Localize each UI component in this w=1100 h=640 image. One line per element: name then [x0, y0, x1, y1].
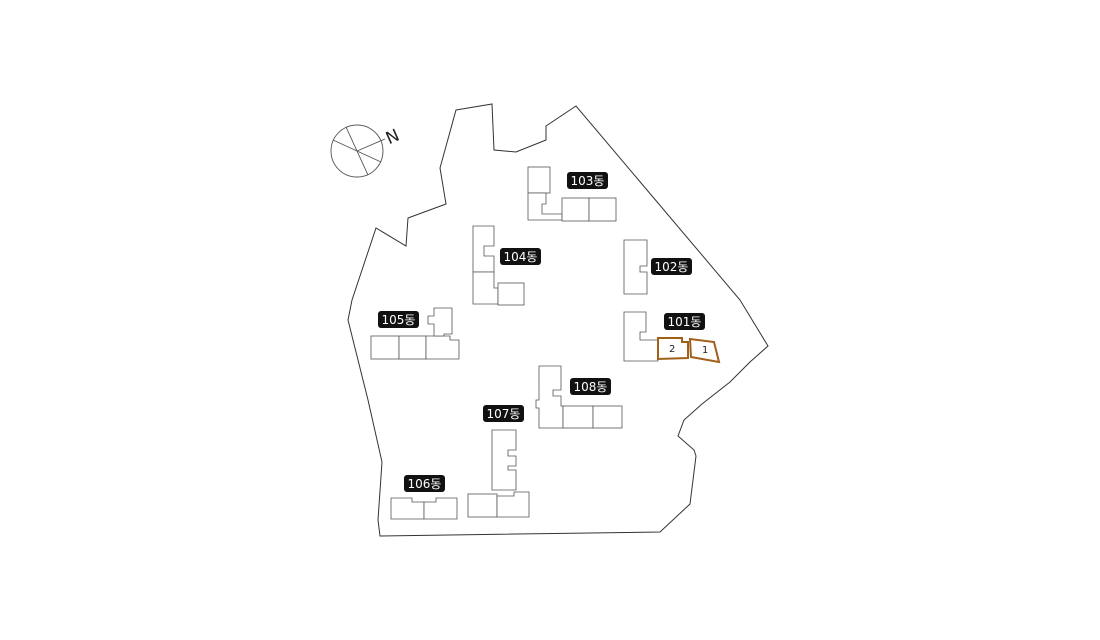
building-104[interactable] [472, 225, 525, 306]
label-108-text: 108동 [574, 380, 608, 394]
compass: N [330, 124, 403, 178]
building-106[interactable] [390, 497, 458, 520]
label-107-text: 107동 [487, 407, 521, 421]
label-108[interactable]: 108동 [570, 378, 611, 395]
label-106[interactable]: 106동 [404, 475, 445, 492]
building-101[interactable]: 2 1 [623, 311, 721, 364]
north-label: N [383, 126, 403, 149]
label-102[interactable]: 102동 [651, 258, 692, 275]
label-105-text: 105동 [382, 313, 416, 327]
label-104-text: 104동 [504, 250, 538, 264]
label-104[interactable]: 104동 [500, 248, 541, 265]
label-101-text: 101동 [668, 315, 702, 329]
building-101-unit-2[interactable]: 2 [657, 337, 689, 361]
building-103[interactable] [527, 166, 617, 222]
label-106-text: 106동 [408, 477, 442, 491]
site-boundary [347, 103, 769, 537]
building-108[interactable] [535, 365, 623, 429]
unit-1-number: 1 [702, 345, 708, 356]
building-101-unit-1[interactable]: 1 [688, 337, 721, 364]
label-103[interactable]: 103동 [567, 172, 608, 189]
label-103-text: 103동 [571, 174, 605, 188]
label-101[interactable]: 101동 [664, 313, 705, 330]
label-107[interactable]: 107동 [483, 405, 524, 422]
building-105[interactable] [370, 307, 460, 360]
unit-2-number: 2 [669, 344, 675, 355]
north-arrow-compass-icon [330, 124, 386, 178]
label-102-text: 102동 [655, 260, 689, 274]
building-107[interactable] [467, 429, 530, 518]
label-105[interactable]: 105동 [378, 311, 419, 328]
building-102[interactable] [623, 239, 648, 295]
